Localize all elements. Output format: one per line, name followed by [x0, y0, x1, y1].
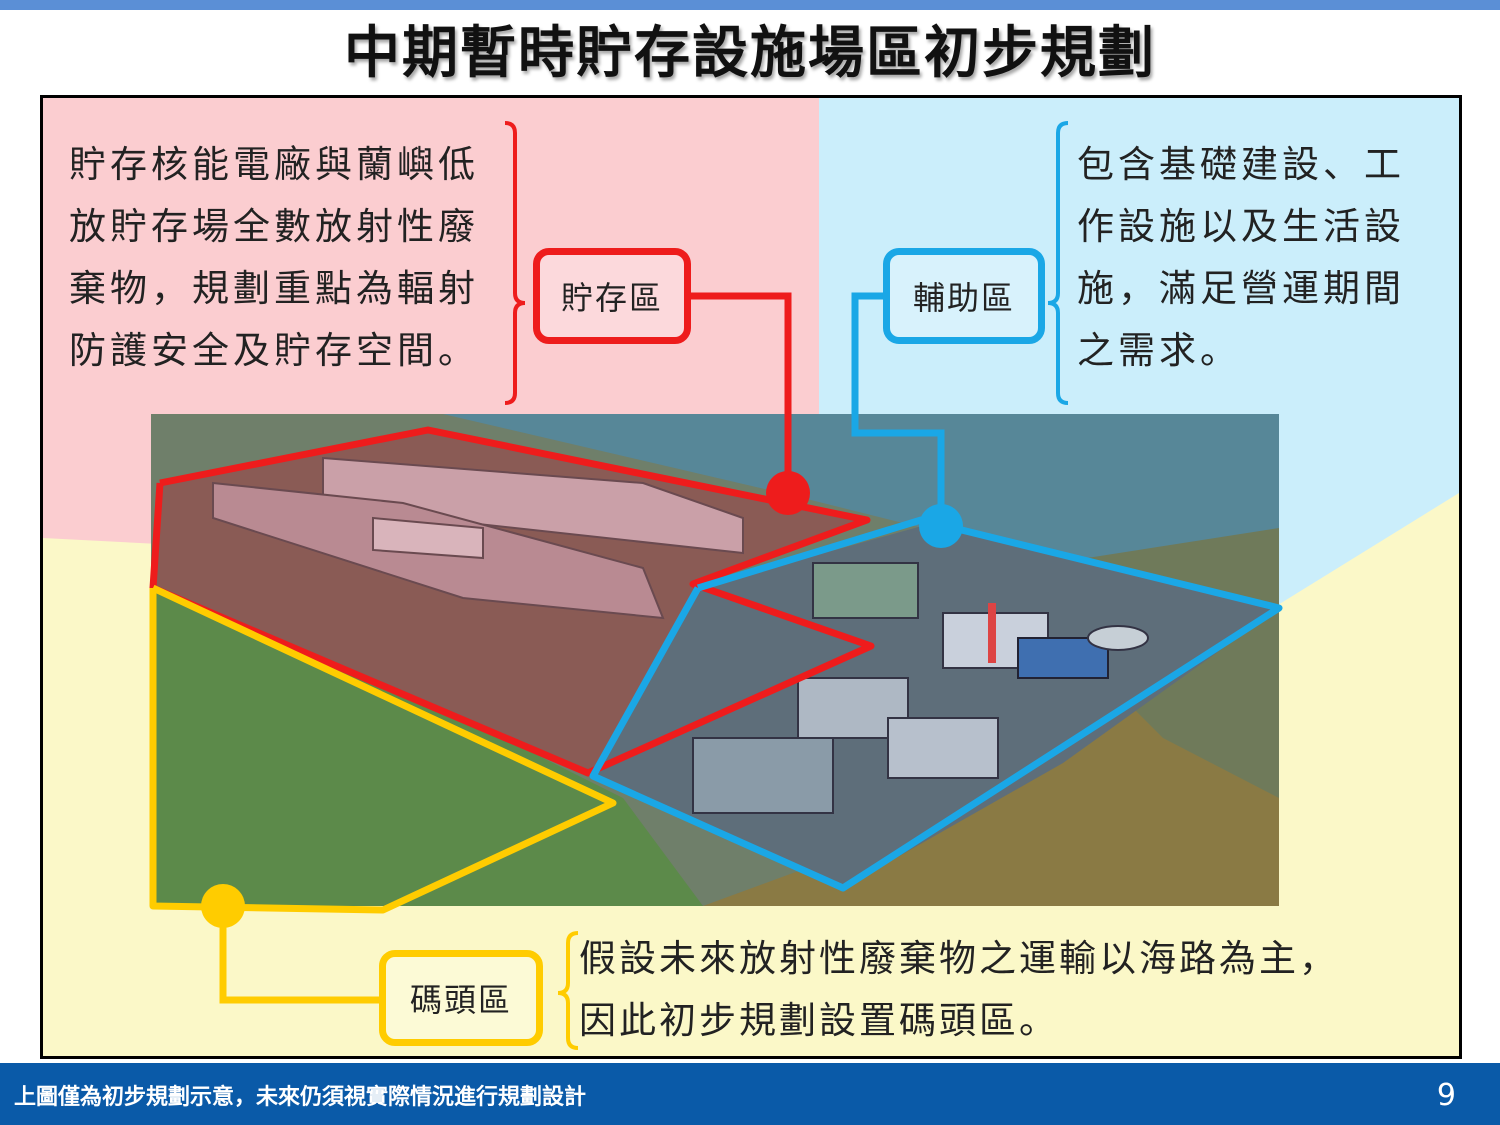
storage-connector-dot [766, 471, 810, 515]
aux-building-1 [812, 562, 919, 619]
storage-building-annex [372, 516, 484, 560]
dock-zone-outline [149, 584, 617, 914]
auxiliary-description: 包含基礎建設、工 作設施以及生活設 施，滿足營運期間 之需求。 [1077, 143, 1405, 372]
aux-tank [1087, 625, 1149, 651]
aux-chimney [988, 603, 996, 663]
site-plan-diagram [43, 98, 1459, 1050]
sea-area [443, 414, 1279, 618]
auxiliary-connector [851, 292, 945, 526]
footer-bar [0, 1063, 1500, 1125]
aux-building-5 [692, 737, 834, 814]
dock-zone-label: 碼頭區 [379, 950, 543, 1046]
auxiliary-connector-dot [919, 504, 963, 548]
dock-description: 假設未來放射性廢棄物之運輸以海路為主， 因此初步規劃設置碼頭區。 [579, 937, 1339, 1042]
page-title: 中期暫時貯存設施場區初步規劃 [344, 21, 1156, 86]
site-plan-frame: 貯存核能電廠與蘭嶼低 放貯存場全數放射性廢 棄物，規劃重點為輻射 防護安全及貯存… [40, 95, 1462, 1059]
storage-bracket [504, 121, 526, 405]
auxiliary-zone-label: 輔助區 [883, 248, 1045, 344]
footer-note: 上圖僅為初步規劃示意，未來仍須視實際情況進行規劃設計 [14, 1085, 587, 1110]
dock-bracket [557, 931, 579, 1050]
top-accent-bar [0, 0, 1500, 10]
storage-zone-label: 貯存區 [533, 248, 691, 344]
auxiliary-bracket [1047, 121, 1069, 405]
auxiliary-zone-outline [589, 516, 1283, 892]
aux-building-4 [887, 717, 999, 779]
page-number: 9 [1436, 1078, 1456, 1113]
storage-description: 貯存核能電廠與蘭嶼低 放貯存場全數放射性廢 棄物，規劃重點為輻射 防護安全及貯存… [69, 143, 479, 372]
dock-connector [219, 908, 379, 1004]
storage-connector [688, 292, 792, 493]
dock-connector-dot [201, 884, 245, 928]
